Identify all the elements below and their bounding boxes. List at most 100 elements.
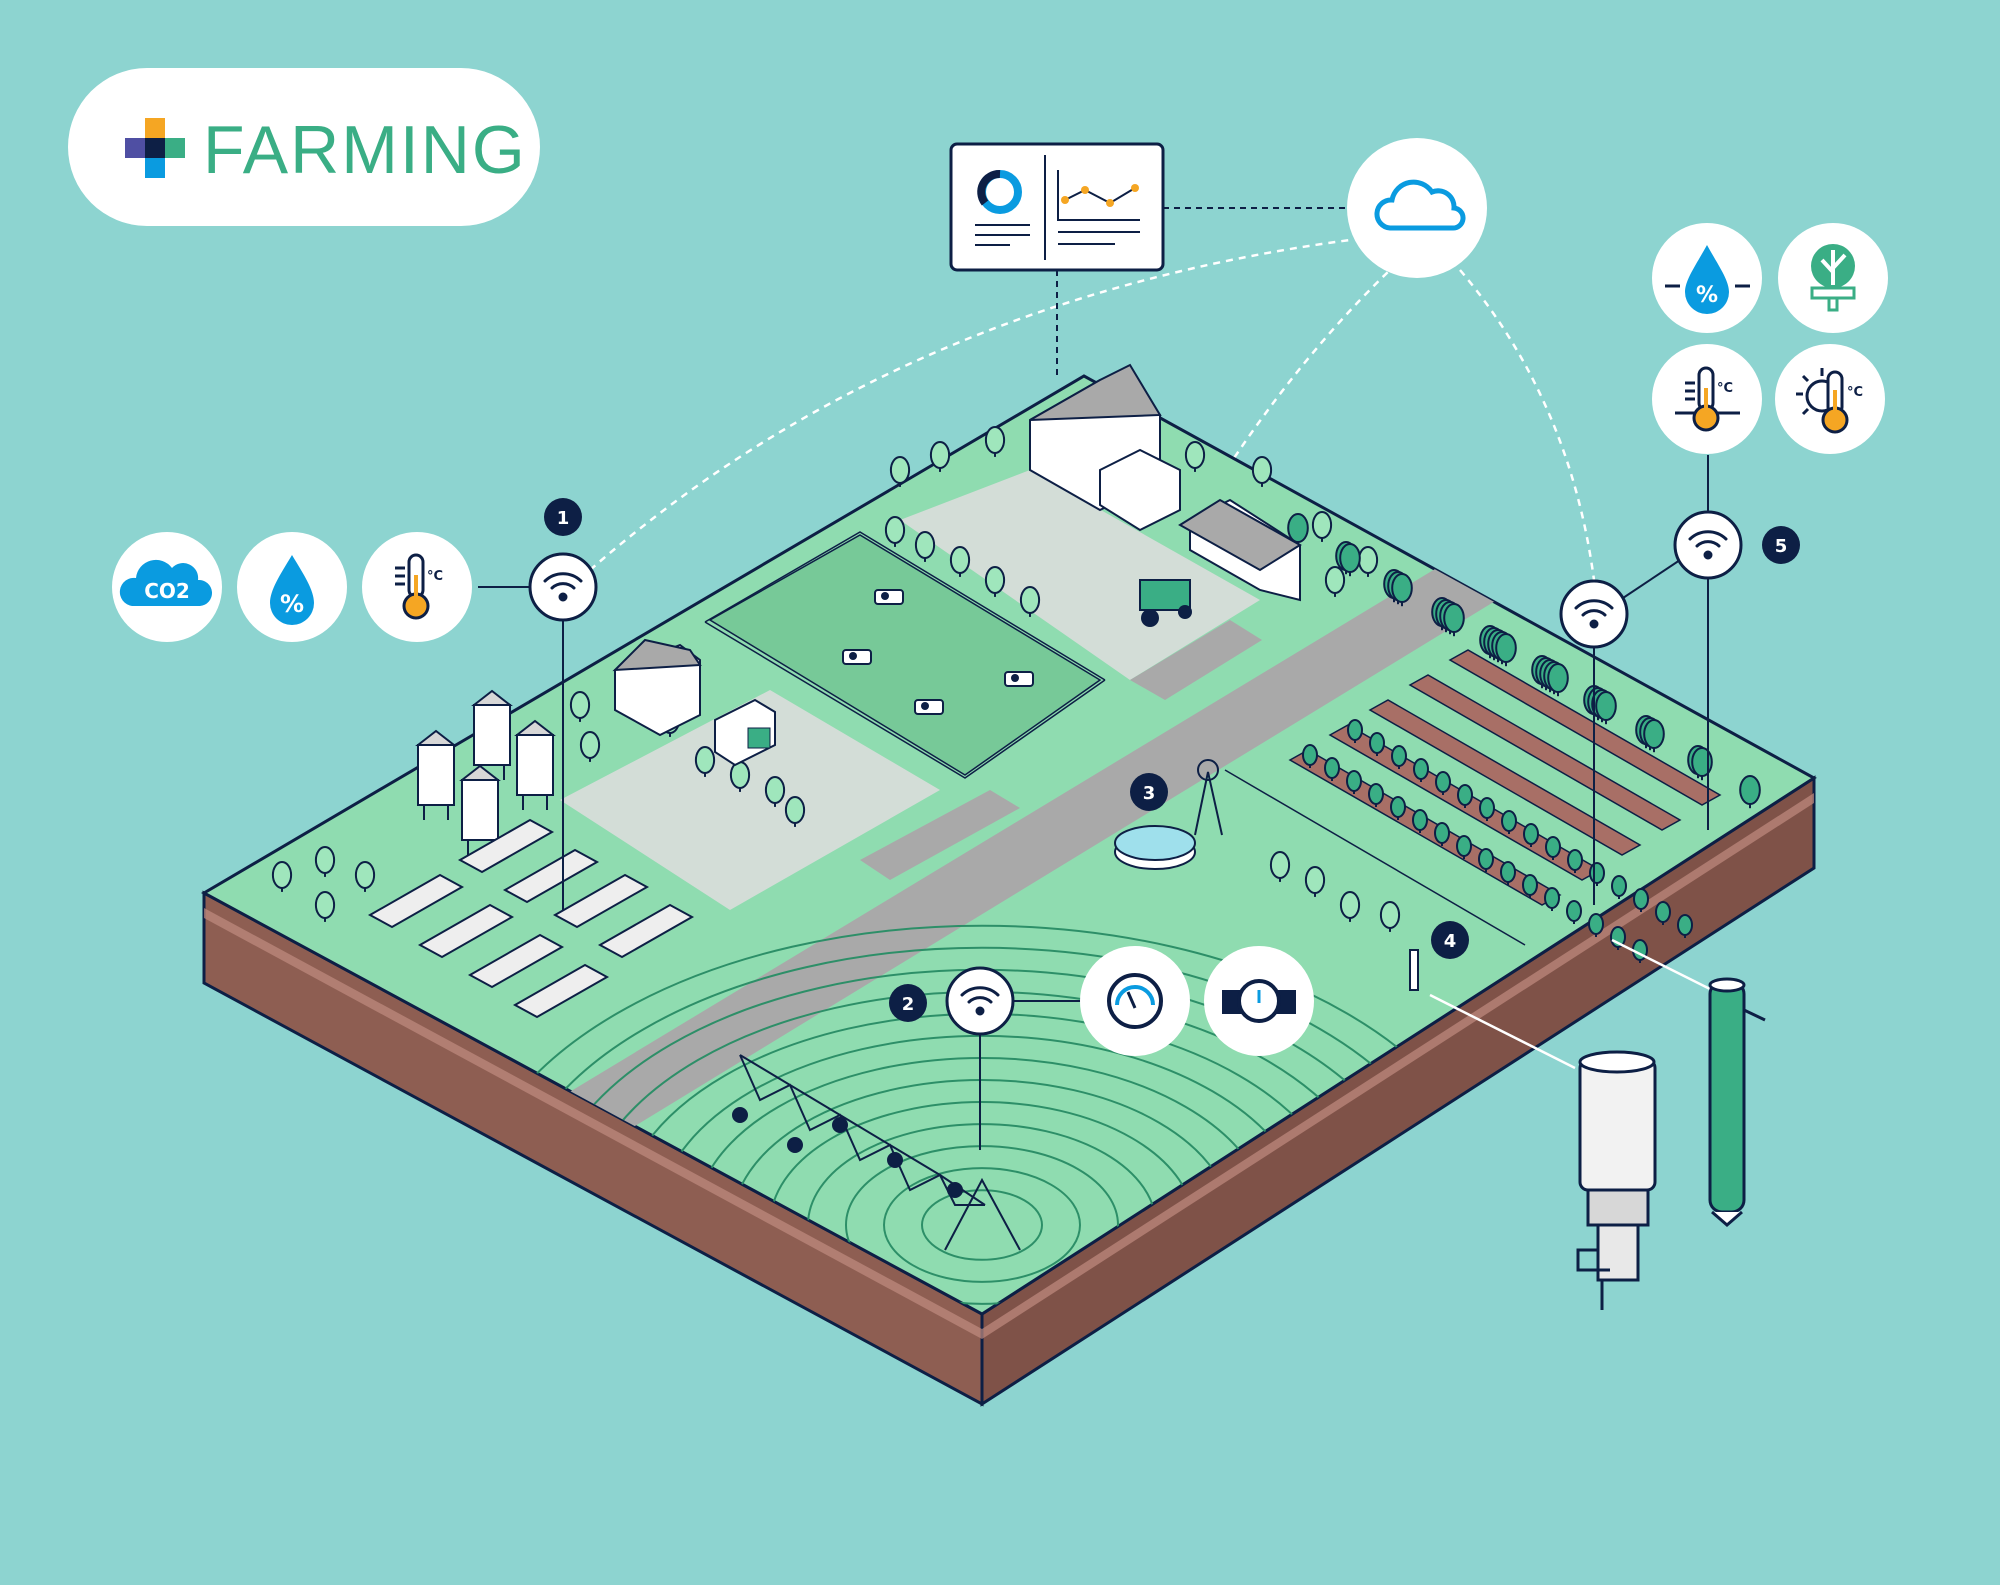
plant-growth-node[interactable] xyxy=(1778,223,1888,333)
tree xyxy=(1691,747,1713,781)
badge-3: 3 xyxy=(1130,773,1168,811)
tree xyxy=(1251,456,1273,487)
tree xyxy=(984,426,1006,457)
soil-temperature-icon xyxy=(1675,366,1740,432)
tree xyxy=(914,531,936,562)
co2-label: CO2 xyxy=(144,579,190,603)
tree xyxy=(764,776,786,807)
tree xyxy=(354,861,376,892)
tractor xyxy=(1139,579,1192,627)
pivot-wheel xyxy=(887,1152,903,1168)
tree xyxy=(1611,875,1627,899)
tree xyxy=(1547,663,1569,697)
badge-2: 2 xyxy=(889,984,927,1022)
tree xyxy=(1304,866,1326,897)
tree xyxy=(1595,691,1617,725)
silo xyxy=(415,729,457,820)
humidity-drop-icon xyxy=(270,555,314,625)
field-sensor-posts xyxy=(478,455,1709,1150)
badge-4: 4 xyxy=(1431,921,1469,959)
greenhouse xyxy=(512,963,610,1019)
tree xyxy=(1369,732,1385,756)
greenhouse xyxy=(467,933,565,989)
tree xyxy=(1347,719,1363,743)
tree xyxy=(579,731,601,762)
temperature-unit: °C xyxy=(427,569,443,584)
tree xyxy=(694,746,716,777)
barn xyxy=(1178,498,1302,602)
pressure-gauge-icon xyxy=(1107,973,1163,1029)
tree xyxy=(1567,849,1583,873)
tree xyxy=(1339,891,1361,922)
wifi-node-5[interactable] xyxy=(1673,510,1743,580)
tree xyxy=(1346,770,1362,794)
crop-row-arc xyxy=(845,1145,1119,1305)
pressure-gauge-node[interactable] xyxy=(1080,946,1190,1056)
donut-chart-icon xyxy=(977,170,1022,214)
cow-paddock xyxy=(708,534,1102,776)
crop-row-arc xyxy=(921,1189,1043,1261)
pivot-wheel xyxy=(787,1137,803,1153)
co2-cloud-icon xyxy=(119,559,213,606)
cow xyxy=(914,699,944,715)
tree xyxy=(1019,586,1041,617)
tree xyxy=(984,566,1006,597)
tree xyxy=(1522,874,1538,898)
tree xyxy=(1457,784,1473,808)
flow-meter-node[interactable] xyxy=(1204,946,1314,1056)
truck xyxy=(714,698,776,767)
wifi-node-2[interactable] xyxy=(945,966,1015,1036)
dashboard-card[interactable] xyxy=(949,142,1165,272)
cows xyxy=(842,589,1034,715)
svg-text:2: 2 xyxy=(902,994,915,1015)
svg-text:4: 4 xyxy=(1444,931,1457,952)
tree xyxy=(1544,887,1560,911)
soil-temperature-unit: °C xyxy=(1717,381,1733,396)
tree xyxy=(1545,836,1561,860)
tree xyxy=(889,456,911,487)
tree xyxy=(1357,546,1379,577)
tree xyxy=(1311,511,1333,542)
tree xyxy=(1435,771,1451,795)
co2-sensor-node[interactable]: CO2 xyxy=(112,532,222,642)
tree xyxy=(1390,796,1406,820)
tree xyxy=(1434,822,1450,846)
tree xyxy=(1588,913,1604,937)
tree xyxy=(1643,719,1665,753)
tree xyxy=(1655,901,1671,925)
farm-platform xyxy=(200,374,1817,1407)
pivot-wheel xyxy=(732,1107,748,1123)
tree xyxy=(784,796,806,827)
air-temperature-unit: °C xyxy=(1847,385,1863,400)
cow xyxy=(842,649,872,665)
air-temperature-node[interactable]: °C xyxy=(1775,344,1885,454)
soil-moisture-icon xyxy=(1685,245,1729,314)
tree xyxy=(1269,851,1291,882)
tree xyxy=(1479,797,1495,821)
wifi-icon xyxy=(543,572,583,602)
pivot-wheel xyxy=(832,1117,848,1133)
farmhouse xyxy=(1029,363,1181,532)
badge-5: 5 xyxy=(1762,526,1800,564)
tree xyxy=(1501,810,1517,834)
cloud-node[interactable] xyxy=(1347,138,1487,278)
soil-temperature-node[interactable]: °C xyxy=(1652,344,1762,454)
tree xyxy=(1339,543,1361,577)
tree xyxy=(314,846,336,877)
temperature-sensor-node[interactable]: °C xyxy=(362,532,472,642)
tree xyxy=(1379,901,1401,932)
windmill xyxy=(1194,759,1223,836)
wifi-node-4[interactable] xyxy=(1559,579,1629,649)
wifi-node-1[interactable] xyxy=(528,552,598,622)
tree xyxy=(1184,441,1206,472)
soil-moisture-node[interactable]: % xyxy=(1652,223,1762,333)
plant-growth-icon xyxy=(1810,244,1856,312)
orchard-row xyxy=(1368,699,1642,856)
tree xyxy=(1391,745,1407,769)
sensor-leader-lines xyxy=(1429,938,1713,1070)
link-sensor1-cloud xyxy=(589,238,1351,571)
tree xyxy=(1443,603,1465,637)
tree xyxy=(271,861,293,892)
humidity-sensor-node[interactable]: % xyxy=(237,532,347,642)
